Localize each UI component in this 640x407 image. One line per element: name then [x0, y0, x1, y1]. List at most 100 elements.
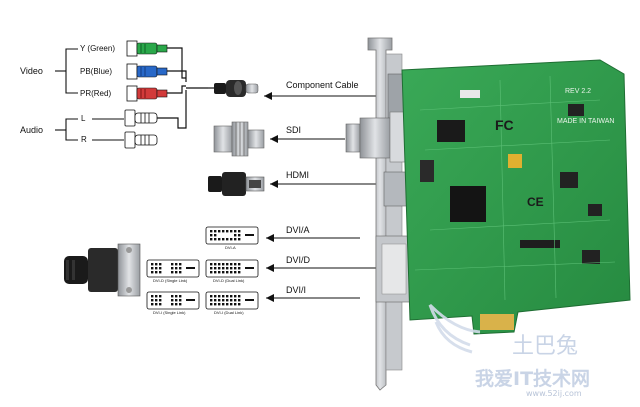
- dvi-pin: [222, 295, 225, 298]
- dvi-pin: [214, 295, 217, 298]
- rev-mark: REV 2.2: [565, 88, 592, 95]
- dvi-blade: [245, 267, 254, 269]
- component-cable-connector: [214, 80, 259, 97]
- dvi-pin: [234, 238, 237, 241]
- dvi-pin: [234, 230, 237, 233]
- dvi-pin: [159, 299, 162, 302]
- dvi-arrows: [266, 237, 378, 299]
- dvi-pin: [175, 263, 178, 266]
- dvi-pin: [175, 267, 178, 270]
- dvi-pin: [214, 303, 217, 306]
- dvi-blade: [186, 267, 195, 269]
- dvi-blade: [186, 299, 195, 301]
- dvi-pin: [238, 234, 241, 237]
- dvi-pin: [210, 271, 213, 274]
- dvi-pin: [218, 303, 221, 306]
- dvi-pin: [179, 299, 182, 302]
- dvi-pin: [210, 299, 213, 302]
- dvi-pin: [210, 238, 213, 241]
- sdi-bnc-connector: [213, 121, 265, 157]
- dvi-pin: [230, 230, 233, 233]
- watermark-line1: 土巴兔: [512, 334, 579, 359]
- pb-blue-label: PB(Blue): [80, 67, 113, 76]
- dvi-pin: [230, 267, 233, 270]
- dvi-blade: [245, 234, 254, 236]
- dvi-pin: [171, 267, 174, 270]
- dvi-pin: [230, 271, 233, 274]
- dvi-pin: [238, 238, 241, 241]
- dvi-pin: [226, 271, 229, 274]
- dvi-pin: [171, 263, 174, 266]
- dvi-pin: [214, 230, 217, 233]
- dvi-pin: [155, 263, 158, 266]
- dvi-pin: [226, 299, 229, 302]
- dvi-d-label: DVI/D: [286, 255, 311, 265]
- dvi-pin: [222, 303, 225, 306]
- dvi-cable-plug: [64, 243, 141, 297]
- component-wires: [157, 47, 214, 129]
- dvi-pin: [171, 295, 174, 298]
- dvi-pin: [234, 267, 237, 270]
- caption-dvi-d-single: DVI-D (Single Link): [153, 278, 188, 283]
- dvi-pin: [159, 303, 162, 306]
- dvi-pin: [222, 263, 225, 266]
- dvi-pin: [222, 238, 225, 241]
- dvi-pin: [171, 271, 174, 274]
- dvi-pin: [218, 299, 221, 302]
- dvi-pin: [175, 295, 178, 298]
- dvi-pin: [210, 234, 213, 237]
- video-label: Video: [20, 66, 43, 76]
- dvi-pin: [210, 230, 213, 233]
- component-cable-label: Component Cable: [286, 80, 359, 90]
- dvi-pin: [238, 267, 241, 270]
- dvi-pin: [210, 263, 213, 266]
- dvi-pin: [234, 295, 237, 298]
- dvi-pin: [155, 267, 158, 270]
- dvi-pin: [218, 267, 221, 270]
- dvi-pin: [238, 230, 241, 233]
- dvi-pin: [218, 295, 221, 298]
- dvi-pin: [238, 263, 241, 266]
- dvi-pin: [230, 263, 233, 266]
- dvi-pin: [151, 299, 154, 302]
- dvi-pin: [210, 295, 213, 298]
- dvi-pin: [175, 299, 178, 302]
- watermark-url: www.52ij.com: [526, 389, 582, 398]
- dvi-pin: [226, 230, 229, 233]
- video-audio-brackets: [55, 48, 124, 141]
- watermark-wings: [428, 303, 481, 354]
- dvi-a-label: DVI/A: [286, 225, 310, 235]
- dvi-pin: [238, 271, 241, 274]
- dvi-pin: [151, 303, 154, 306]
- dvi-pin: [159, 267, 162, 270]
- dvi-pin: [238, 295, 241, 298]
- dvi-pin: [159, 271, 162, 274]
- dvi-pin: [210, 303, 213, 306]
- dvi-pin: [234, 299, 237, 302]
- caption-dvi-i-single: DVI-I (Single Link): [153, 310, 186, 315]
- dvi-pin: [226, 303, 229, 306]
- dvi-pin: [155, 295, 158, 298]
- ce-mark: CE: [527, 195, 544, 209]
- dvi-pin: [179, 263, 182, 266]
- caption-dvi-i-dual: DVI-I (Dual Link): [214, 310, 244, 315]
- audio-r-label: R: [81, 135, 87, 144]
- watermark-line2: 我爱IT技术网: [475, 368, 591, 390]
- hdmi-label: HDMI: [286, 170, 309, 180]
- dvi-pin: [234, 271, 237, 274]
- fc-mark: FC: [495, 117, 514, 133]
- dvi-pin: [230, 299, 233, 302]
- dvi-pin: [218, 263, 221, 266]
- dvi-i-label: DVI/I: [286, 285, 307, 295]
- dvi-pin: [218, 230, 221, 233]
- caption-dvi-d-dual: DVI-D (Dual Link): [213, 278, 245, 283]
- hdmi-connector: [208, 172, 265, 196]
- audio-label: Audio: [20, 125, 44, 135]
- dvi-pin: [214, 271, 217, 274]
- dvi-pin: [218, 238, 221, 241]
- dvi-pin: [210, 267, 213, 270]
- dvi-pin: [234, 303, 237, 306]
- dvi-blade: [245, 299, 254, 301]
- dvi-pin: [171, 303, 174, 306]
